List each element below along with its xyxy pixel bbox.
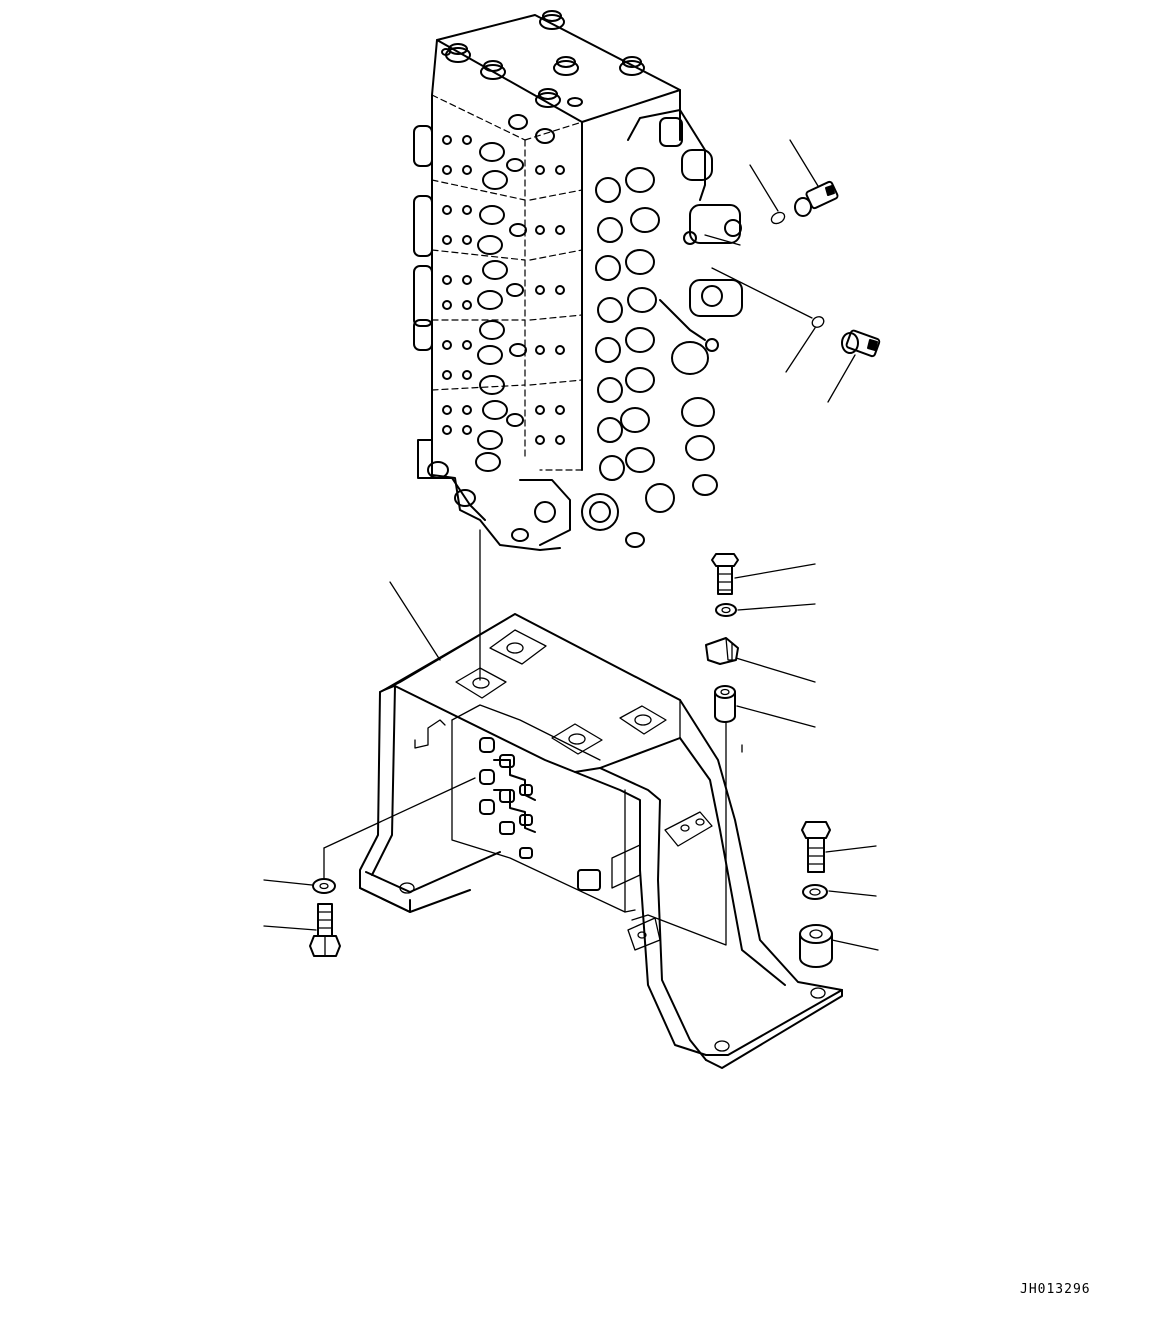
bolt-upper-right[interactable] xyxy=(711,553,739,595)
valve-bracket[interactable] xyxy=(359,613,843,1069)
clamp[interactable] xyxy=(705,637,739,665)
valve-port-line-lower xyxy=(711,267,813,319)
leader-washer-left xyxy=(263,879,313,886)
pressure-sensor-lower[interactable] xyxy=(841,329,881,358)
leader-spacer-upper-right xyxy=(736,705,816,728)
leader-spacer-lower-right xyxy=(831,939,879,951)
axis-line-right xyxy=(631,721,727,946)
drawing-id: JH013296 xyxy=(1020,1282,1091,1297)
leader-clamp xyxy=(735,657,816,683)
pressure-sensor-upper[interactable] xyxy=(794,180,839,217)
bolt-lower-right[interactable] xyxy=(801,821,831,873)
leader-washer-upper-right xyxy=(737,603,816,611)
leader-bolt-lower-right xyxy=(825,845,877,853)
spacer-lower-right[interactable] xyxy=(799,924,833,968)
o-ring-lower[interactable] xyxy=(810,315,825,330)
control-valve-assembly[interactable] xyxy=(413,10,743,551)
washer-left[interactable] xyxy=(312,878,336,894)
bolt-left[interactable] xyxy=(309,903,341,957)
leader-bolt-left xyxy=(263,925,317,931)
washer-lower-right[interactable] xyxy=(802,884,828,900)
leader-washer-lower-right xyxy=(828,890,877,897)
leader-sensor-lower xyxy=(827,354,856,403)
leader-bracket xyxy=(389,581,441,661)
leader-sensor-upper xyxy=(789,139,819,187)
leader-bolt-upper-right xyxy=(734,563,816,579)
spacer-upper-right[interactable] xyxy=(714,685,736,723)
leader-o-ring-upper xyxy=(749,164,779,212)
axis-line-left xyxy=(323,777,476,849)
washer-upper-right[interactable] xyxy=(715,603,737,617)
leader-o-ring-lower xyxy=(785,327,816,373)
o-ring-upper[interactable] xyxy=(769,210,786,226)
valve-port-line-upper xyxy=(704,234,741,246)
